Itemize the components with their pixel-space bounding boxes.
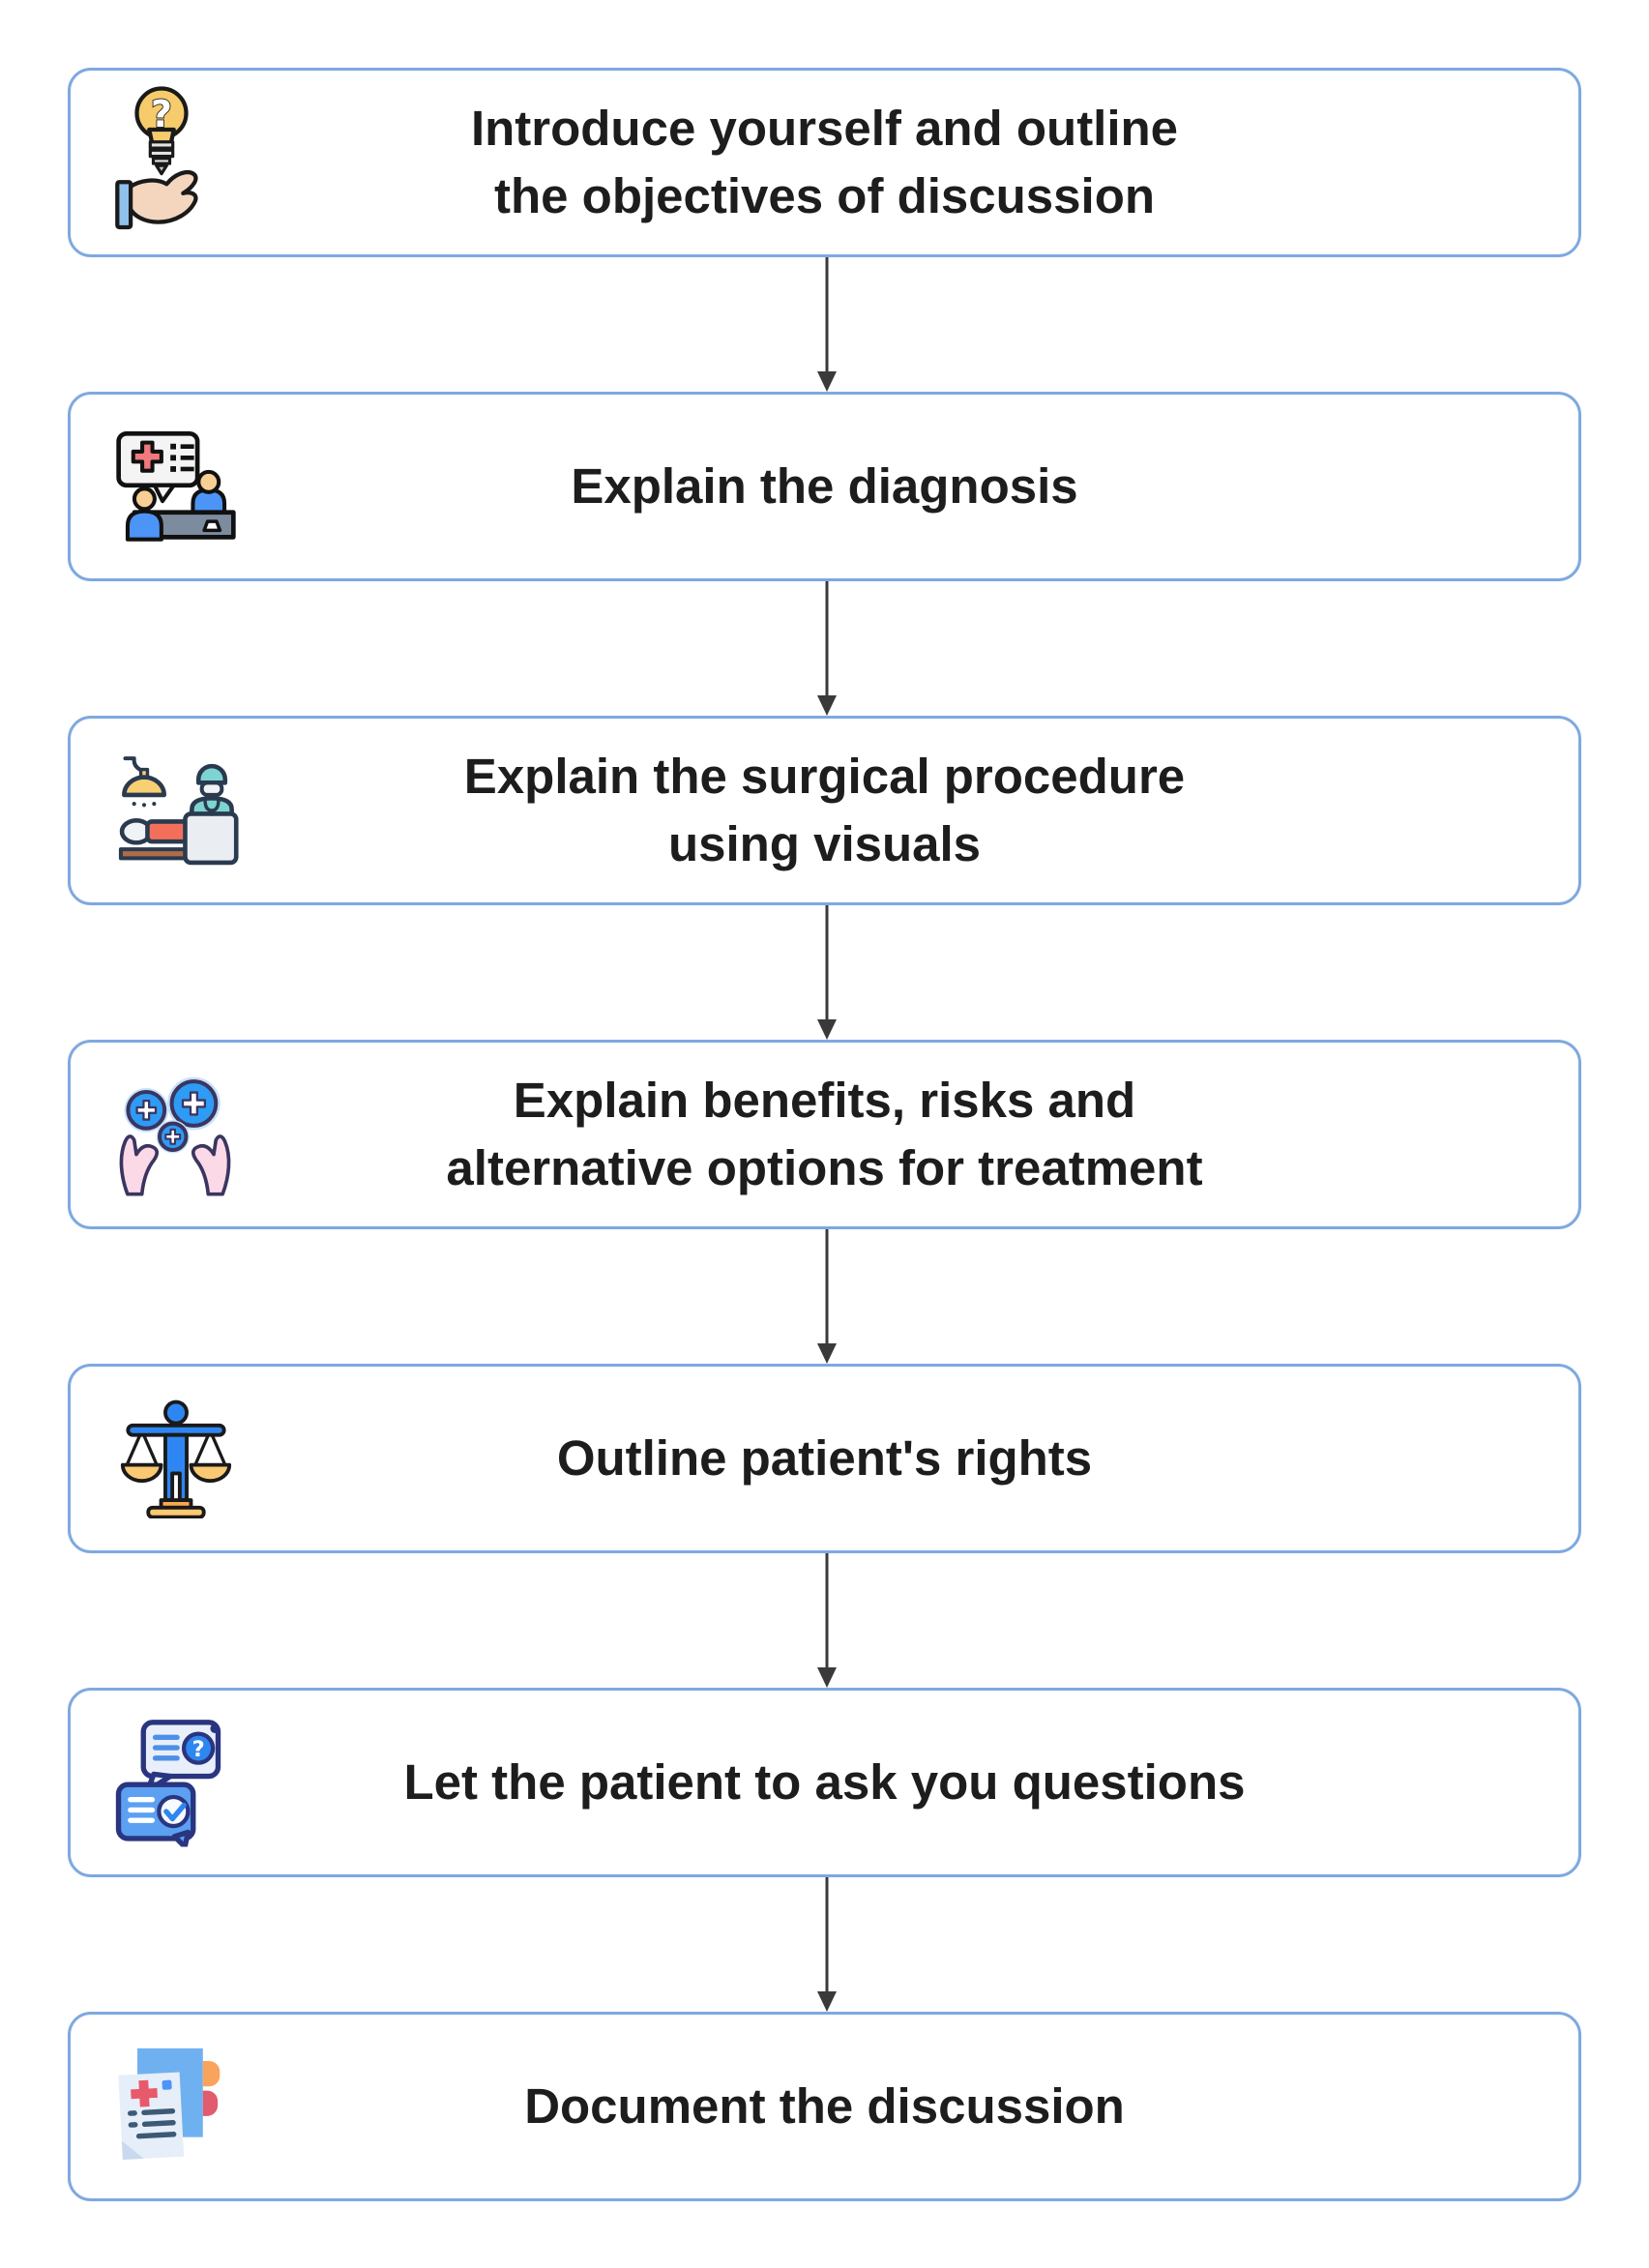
step-label: Document the discussion (524, 2077, 1125, 2134)
step-label: Outline patient's rights (556, 1429, 1093, 1486)
step-outline-rights: Outline patient's rights (68, 1364, 1581, 1553)
hands-care-plus-icon (114, 1073, 236, 1196)
flow-arrow (814, 257, 839, 392)
flow-arrow (814, 1877, 839, 2012)
flow-arrow (814, 1553, 839, 1688)
step-document-discussion: Document the discussion (68, 2012, 1581, 2201)
step-patient-questions: ? Let the patient to ask you questions (68, 1688, 1581, 1877)
svg-text:?: ? (192, 1737, 205, 1762)
step-explain-diagnosis: Explain the diagnosis (68, 392, 1581, 581)
flow-arrow (814, 905, 839, 1040)
step-label: Explain benefits, risks and alternative … (446, 1072, 1203, 1195)
justice-scale-icon (114, 1399, 238, 1518)
svg-text:?: ? (151, 93, 172, 136)
question-answer-bubbles-icon: ? (114, 1719, 222, 1847)
flow-arrow (814, 581, 839, 716)
step-explain-benefits-risks: Explain benefits, risks and alternative … (68, 1040, 1581, 1229)
doctor-consultation-icon (114, 429, 238, 545)
step-label: Let the patient to ask you questions (403, 1753, 1246, 1810)
surgery-room-icon (114, 754, 242, 868)
step-introduce-yourself: ? Introduce yourself and outline the obj… (68, 68, 1581, 257)
step-explain-procedure: Explain the surgical procedure using vis… (68, 716, 1581, 905)
medical-documents-icon (114, 2045, 228, 2169)
flow-arrow (814, 1229, 839, 1364)
step-label: Introduce yourself and outline the objec… (470, 100, 1179, 223)
lightbulb-hand-icon: ? (114, 80, 209, 245)
step-label: Explain the surgical procedure using vis… (463, 748, 1186, 871)
step-label: Explain the diagnosis (571, 457, 1078, 514)
